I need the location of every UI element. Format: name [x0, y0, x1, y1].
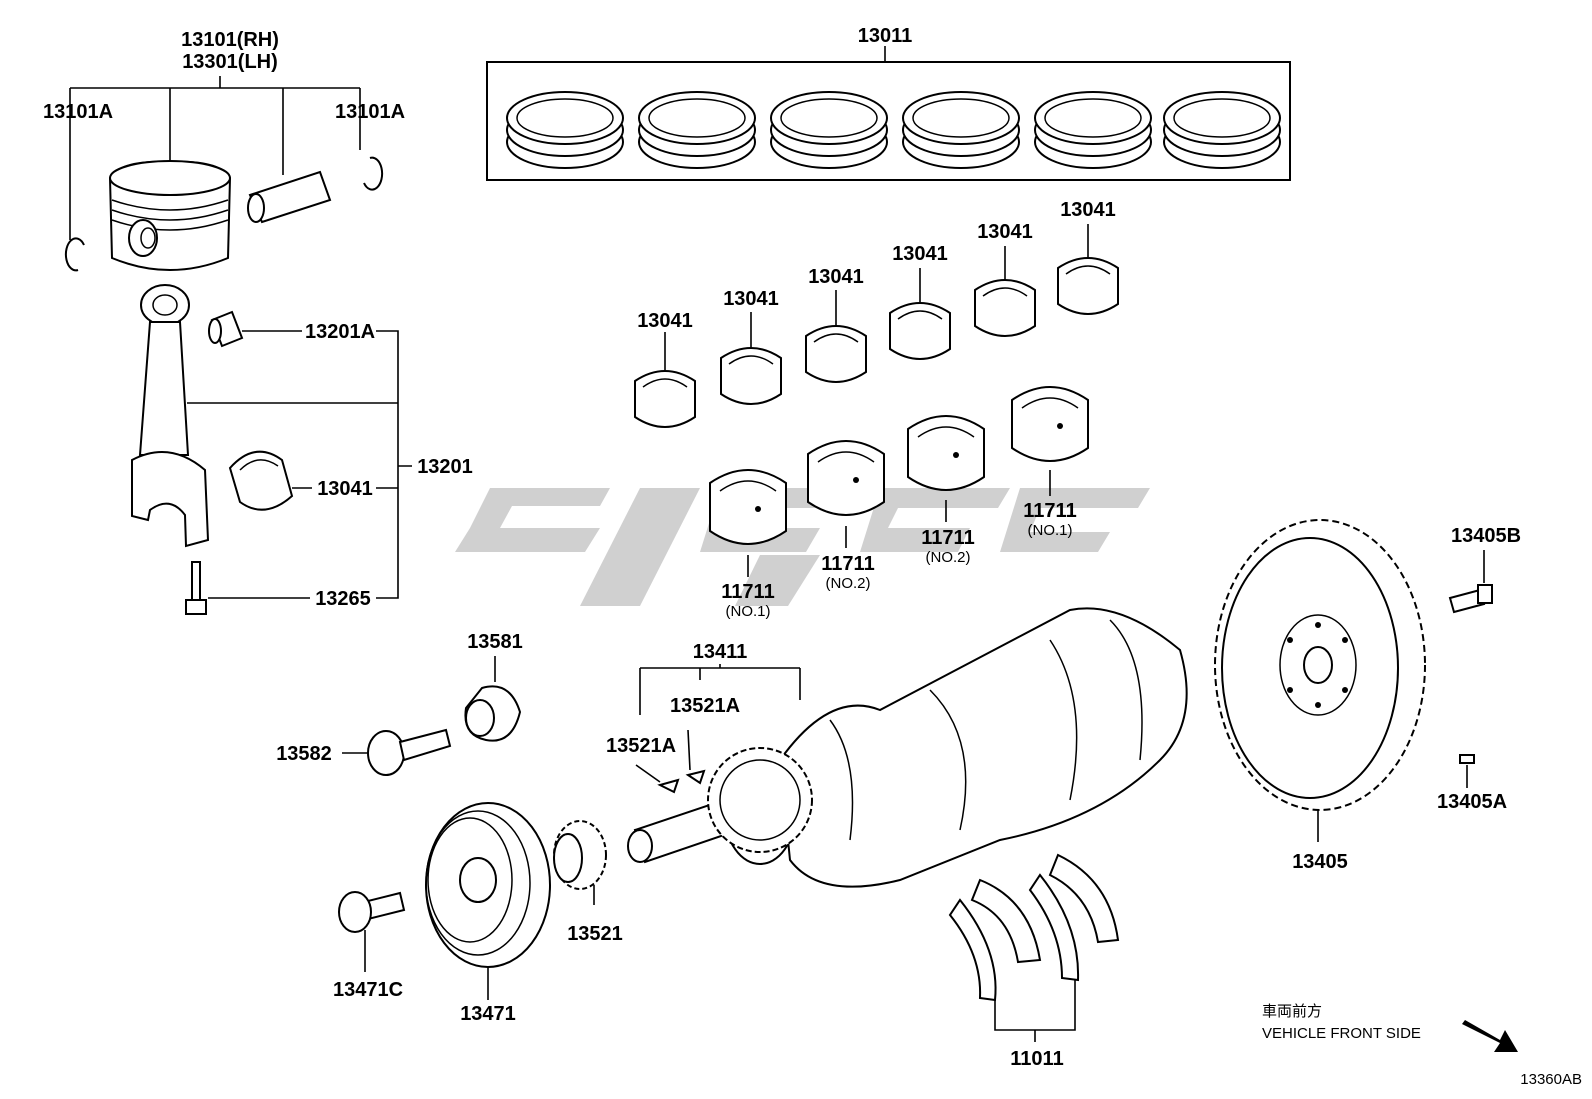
conrod-bearing	[228, 450, 294, 511]
label-flywheel-pin: 13405A	[1437, 791, 1507, 813]
crank-sprocket	[707, 747, 813, 853]
label-flywheel: 13405	[1292, 851, 1348, 873]
label-snap-ring-left: 13101A	[43, 101, 113, 123]
bearing-shell-1	[634, 370, 696, 428]
label-main-bearing-4: 11711	[1023, 500, 1076, 522]
conrod-bolt	[185, 561, 207, 615]
plate-bolt	[367, 728, 452, 776]
pulley-bolt	[338, 891, 406, 933]
flywheel-pin	[1459, 754, 1475, 764]
bearing-shell-6	[1057, 257, 1119, 315]
label-ring-set: 13011	[858, 25, 913, 47]
flywheel-bolt	[1448, 584, 1493, 614]
conrod-bushing	[208, 310, 244, 348]
connecting-rod	[131, 284, 210, 548]
thrust-washer-upper	[970, 853, 1120, 964]
label-main-bearing-2: 11711	[821, 553, 874, 575]
label-bearing-4: 13041	[892, 243, 948, 265]
label-thrust-washer: 11011	[1010, 1048, 1063, 1070]
label-bearing-3: 13041	[808, 266, 864, 288]
crank-plate	[464, 685, 522, 742]
label-key-b: 13521A	[670, 695, 740, 717]
bearing-shell-3	[805, 325, 867, 383]
label-snap-ring-right: 13101A	[335, 101, 405, 123]
main-bearing-1	[709, 469, 787, 545]
label-main-bearing-1: 11711	[721, 581, 774, 603]
label-bearing-6: 13041	[1060, 199, 1116, 221]
woodruff-key-a	[657, 778, 680, 794]
label-pulley-bolt: 13471C	[333, 979, 403, 1001]
bearing-shell-2	[720, 347, 782, 405]
snap-ring-right	[363, 156, 384, 191]
label-main-bearing-3: 11711	[921, 527, 974, 549]
figure-code: 13360AB	[1520, 1071, 1582, 1088]
main-bearing-2	[807, 440, 885, 516]
label-conrod-bearing: 13041	[317, 478, 373, 500]
label-bearing-1: 13041	[637, 310, 693, 332]
label-crankshaft: 13411	[693, 641, 748, 663]
vehicle-front-arrow-icon	[1462, 1020, 1518, 1052]
label-pulley: 13471	[460, 1003, 516, 1025]
bearing-shell-5	[974, 279, 1036, 337]
label-piston-rh: 13101(RH)	[181, 29, 279, 51]
timing-gear	[553, 820, 607, 890]
label-timing-gear: 13521	[567, 923, 623, 945]
label-main-bearing-3-note: (NO.2)	[926, 549, 971, 566]
label-conrod-assy: 13201	[417, 456, 473, 478]
thrust-washer-lower	[948, 873, 1080, 1002]
label-conrod-bushing: 13201A	[305, 321, 375, 343]
label-conrod-bolt: 13265	[315, 588, 371, 610]
main-bearing-4	[1011, 386, 1089, 462]
label-plate: 13581	[467, 631, 523, 653]
piston-pin	[247, 170, 332, 224]
label-key-a: 13521A	[606, 735, 676, 757]
label-main-bearing-4-note: (NO.1)	[1028, 522, 1073, 539]
flywheel	[1214, 519, 1426, 811]
snap-ring-left	[64, 237, 85, 272]
label-main-bearing-2-note: (NO.2)	[826, 575, 871, 592]
label-flywheel-bolt: 13405B	[1451, 525, 1521, 547]
vehicle-front-jp: 車両前方	[1262, 1003, 1322, 1020]
label-main-bearing-1-note: (NO.1)	[726, 603, 771, 620]
label-piston-lh: 13301(LH)	[182, 51, 278, 73]
piston	[108, 160, 232, 271]
woodruff-key-b	[685, 769, 706, 785]
bearing-shell-4	[889, 302, 951, 360]
piston-ring-set	[506, 91, 1281, 169]
vehicle-front-en: VEHICLE FRONT SIDE	[1262, 1025, 1421, 1042]
label-plate-bolt: 13582	[276, 743, 332, 765]
label-bearing-5: 13041	[977, 221, 1033, 243]
ring-set-frame	[486, 61, 1291, 181]
crank-pulley	[425, 802, 551, 968]
label-bearing-2: 13041	[723, 288, 779, 310]
main-bearing-3	[907, 415, 985, 491]
